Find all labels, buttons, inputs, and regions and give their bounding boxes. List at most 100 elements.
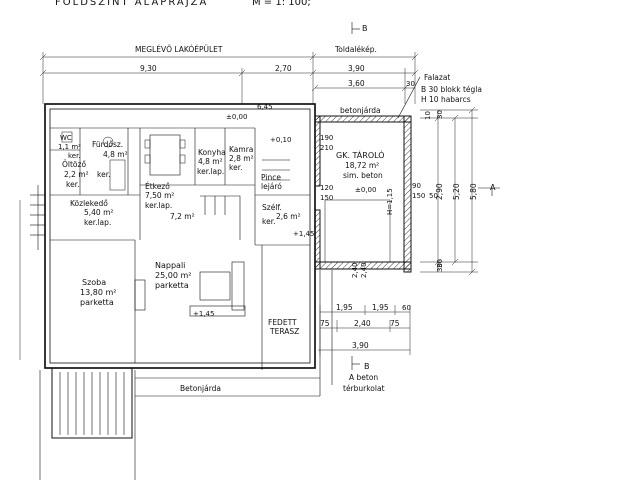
room-kitchen-name: Konyha bbox=[198, 148, 226, 157]
dim-label-toilet: Toldalékép. bbox=[334, 45, 377, 54]
dim-bottom-2: 60 bbox=[402, 304, 411, 312]
section-mark-right-label: A bbox=[490, 183, 496, 192]
section-mark-top: B bbox=[351, 22, 368, 34]
wall-legend-title: Falazat bbox=[424, 73, 450, 82]
plan-scale: M = 1: 100; bbox=[252, 0, 311, 8]
dim-misc-11: 10 bbox=[424, 111, 432, 120]
dim-top-2: 3,90 bbox=[348, 64, 365, 73]
dim-bottom-0: 1,95 bbox=[336, 303, 353, 312]
room-windbreak: Szélf. 2,6 m² ker. bbox=[262, 203, 301, 226]
room-corridor-area: 5,40 m² bbox=[84, 208, 113, 217]
dim-misc-3: 120 bbox=[320, 184, 333, 192]
room-kitchen: Konyha 4,8 m² ker.lap. bbox=[197, 148, 226, 176]
dim-misc-4: 150 bbox=[320, 194, 333, 202]
level-2: ±0,00 bbox=[355, 186, 376, 194]
wall-legend-line1: B 30 blokk tégla bbox=[421, 85, 482, 94]
plan-title: FÖLDSZINT ALAPRAJZA bbox=[55, 0, 208, 8]
dim-bottom-4: 2,40 bbox=[354, 319, 371, 328]
room-dressing: Öltöző 2,2 m² ker. bbox=[62, 160, 89, 189]
room-dressing-area: 2,2 m² bbox=[64, 170, 89, 179]
room-pantry-name: Kamra bbox=[229, 145, 253, 154]
paving-label-1: A beton bbox=[349, 373, 378, 382]
room-garage: GK. TÁROLÓ 18,72 m² sim. beton bbox=[336, 149, 385, 180]
room-dressing-floor: ker. bbox=[66, 180, 79, 189]
room-living-area: 25,00 m² bbox=[155, 271, 191, 280]
room-bathroom-area: 4,8 m² bbox=[103, 150, 128, 159]
dim-right-0: 30 bbox=[436, 110, 444, 119]
dim-misc-9: 2,40 bbox=[360, 262, 368, 278]
room-wc-floor: ker. bbox=[68, 152, 81, 160]
room-wc: WC 1,1 m² ker. bbox=[58, 134, 81, 160]
dim-bottom-1: 1,95 bbox=[372, 303, 389, 312]
room-pantry-floor: ker. bbox=[229, 163, 242, 172]
dim-bottom-5: 75 bbox=[390, 319, 400, 328]
garage-walls bbox=[314, 115, 412, 273]
level-0: ±0,00 bbox=[226, 113, 247, 121]
room-dining-area: 7,50 m² bbox=[145, 191, 174, 200]
room-garage-name: GK. TÁROLÓ bbox=[336, 149, 385, 160]
room-bathroom-floor: ker. bbox=[97, 170, 110, 179]
room-dining-floor: ker.lap. bbox=[145, 201, 172, 210]
dim-label-existing-building: MEGLÉVŐ LAKÓÉPÜLET bbox=[135, 45, 223, 54]
dim-misc-1: 190 bbox=[320, 134, 333, 142]
dim-bottom-3: 75 bbox=[320, 319, 330, 328]
room-bathroom: Fürdősz. 4,8 m² ker. bbox=[92, 140, 128, 179]
room-living: Nappali 25,00 m² parketta bbox=[155, 261, 191, 290]
dim-misc-10: H=1,15 bbox=[386, 188, 394, 215]
left-steps bbox=[19, 185, 45, 360]
room-kitchen-area: 4,8 m² bbox=[198, 157, 223, 166]
room-dining: Étkező 7,50 m² ker.lap. bbox=[145, 182, 174, 210]
dimension-chain-right bbox=[420, 106, 478, 276]
room-kitchen-floor: ker.lap. bbox=[197, 167, 224, 176]
room-wc-name: WC bbox=[60, 134, 72, 142]
section-mark-right: A bbox=[478, 183, 500, 196]
room-cellar-stair: Pince lejáró bbox=[261, 173, 282, 191]
dim-misc-6: 150 bbox=[412, 192, 425, 200]
wall-legend-line2: H 10 habarcs bbox=[421, 95, 471, 104]
section-mark-bottom: B bbox=[351, 356, 370, 371]
dim-bottom-6: 3,90 bbox=[352, 341, 369, 350]
room-corridor-floor: ker.lap. bbox=[84, 218, 111, 227]
level-3: +1,45 bbox=[293, 230, 314, 238]
dim-right-2: 5,20 bbox=[452, 183, 461, 200]
section-mark-top-label: B bbox=[362, 24, 368, 33]
dim-misc-12: 30 bbox=[436, 259, 444, 268]
room-bedroom: Szoba 13,80 m² parketta bbox=[80, 278, 116, 307]
stair-area-label: 7,2 m² bbox=[170, 212, 195, 221]
walkway-top-label: betonjárda bbox=[340, 106, 381, 115]
dim-misc-8: 2,40 bbox=[351, 262, 359, 278]
room-dressing-name: Öltöző bbox=[62, 160, 86, 169]
dim-right-1: 2,90 bbox=[435, 183, 444, 200]
dimension-chain-top bbox=[39, 52, 419, 104]
dim-top-4: 30 bbox=[406, 80, 415, 88]
room-pantry-area: 2,8 m² bbox=[229, 154, 254, 163]
dim-top-1: 2,70 bbox=[275, 64, 292, 73]
furniture bbox=[61, 131, 290, 317]
room-corridor: Közlekedő 5,40 m² ker.lap. bbox=[70, 199, 113, 227]
room-garage-floor: sim. beton bbox=[343, 171, 383, 180]
room-bedroom-area: 13,80 m² bbox=[80, 288, 116, 297]
dim-misc-5: 90 bbox=[412, 182, 421, 190]
room-cellar-name: Pince bbox=[261, 173, 281, 182]
room-windbreak-name: Szélf. bbox=[262, 203, 282, 212]
bottom-stairs bbox=[39, 367, 136, 480]
room-living-floor: parketta bbox=[155, 281, 189, 290]
dim-top-0: 9,30 bbox=[140, 64, 157, 73]
room-windbreak-area: 2,6 m² bbox=[276, 212, 301, 221]
room-pantry: Kamra 2,8 m² ker. bbox=[229, 145, 254, 172]
room-wc-area: 1,1 m² bbox=[58, 143, 81, 151]
room-living-name: Nappali bbox=[155, 261, 185, 270]
section-mark-bottom-label: B bbox=[364, 362, 370, 371]
room-bathroom-name: Fürdősz. bbox=[92, 140, 123, 149]
room-bedroom-name: Szoba bbox=[82, 278, 106, 287]
dim-misc-7: 50 bbox=[429, 192, 438, 200]
level-1: +0,10 bbox=[270, 136, 291, 144]
terrace-label-2: TERASZ bbox=[269, 327, 299, 336]
room-cellar-area: lejáró bbox=[261, 182, 282, 191]
dim-right-4: 30 bbox=[436, 263, 444, 272]
dimension-chain-bottom bbox=[318, 305, 411, 355]
paving-label-2: térburkolat bbox=[343, 384, 385, 393]
dim-top-3: 3,60 bbox=[348, 79, 365, 88]
room-corridor-name: Közlekedő bbox=[70, 199, 108, 208]
